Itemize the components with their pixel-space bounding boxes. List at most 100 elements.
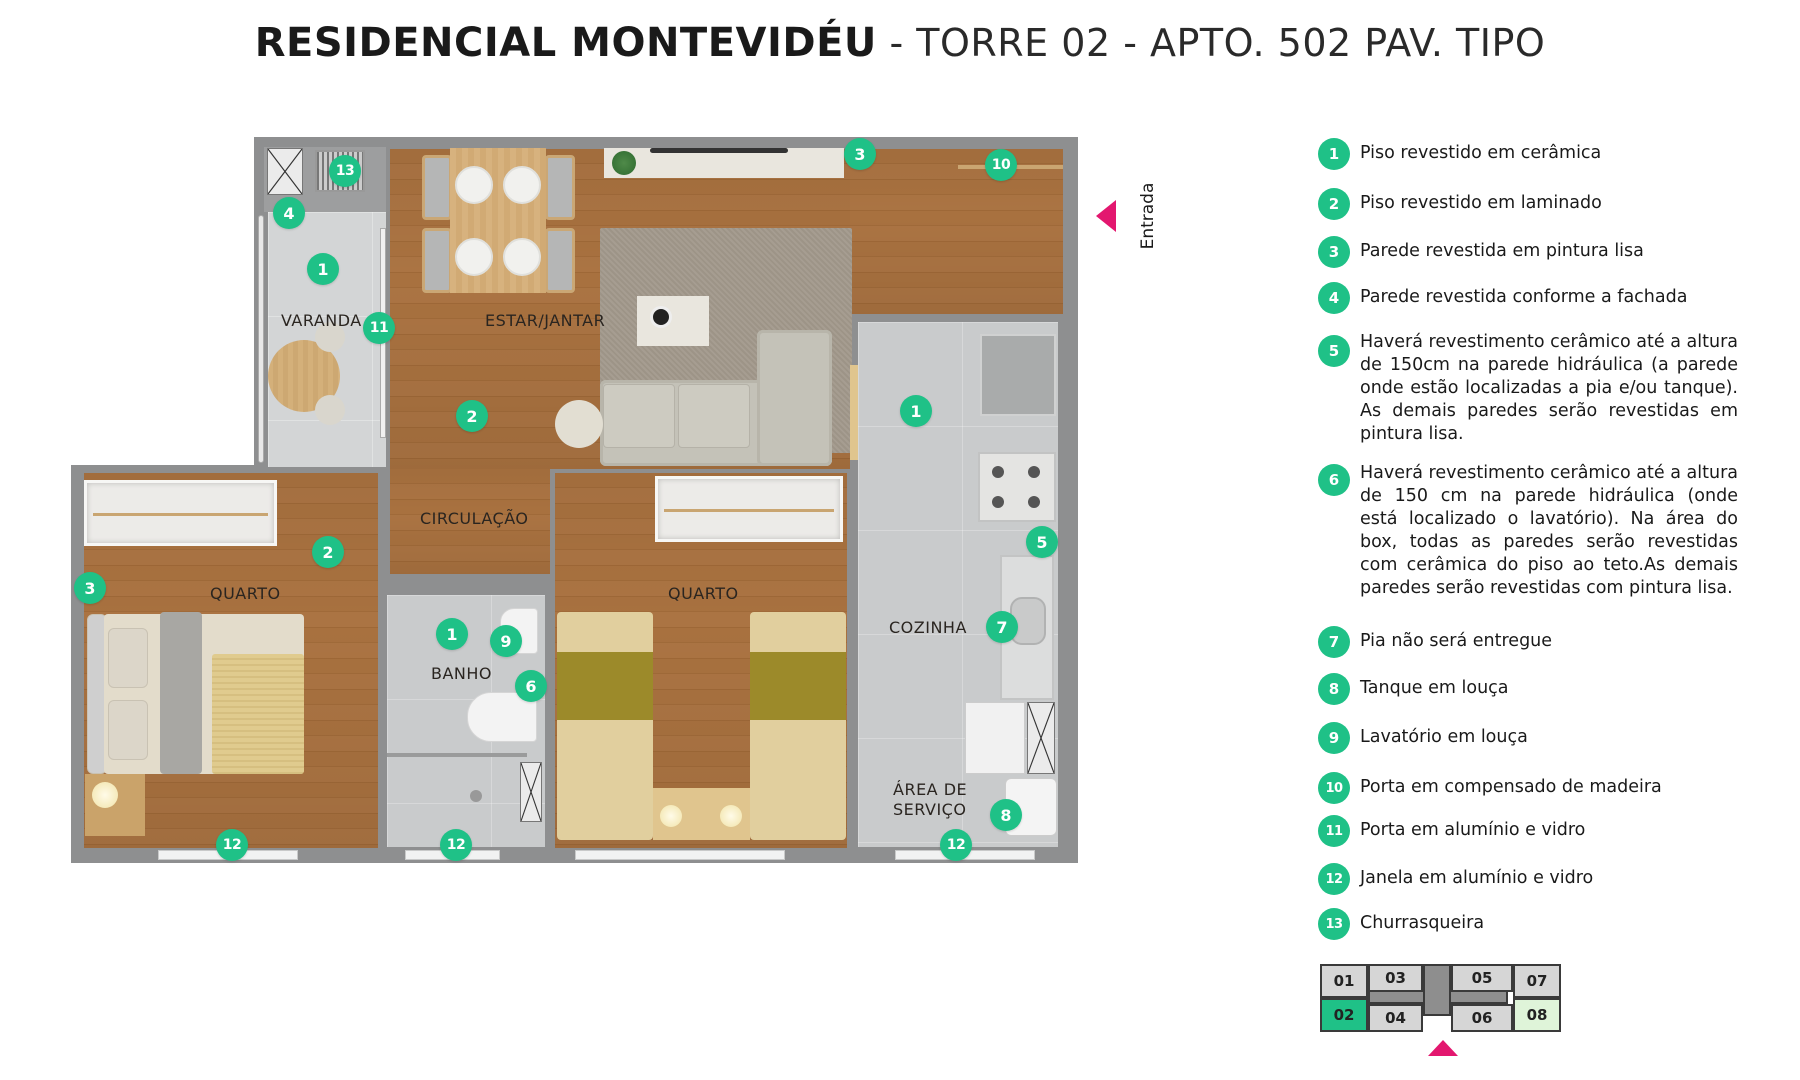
plate-4 (503, 238, 541, 276)
entrance-label: Entrada (1138, 182, 1158, 250)
key-plan-core (1423, 964, 1451, 1016)
burner-icon (992, 496, 1004, 508)
floor-plan: VARANDA ESTAR/JANTAR (0, 0, 1100, 880)
room-circulacao (390, 469, 550, 574)
marker-11-varanda-door: 11 (363, 312, 395, 344)
legend-badge: 1 (1318, 138, 1350, 170)
marker-4-varanda-wall: 4 (273, 197, 305, 229)
varanda-stool-2 (315, 395, 345, 425)
plate-2 (503, 166, 541, 204)
marker-12-banho-window: 12 (440, 829, 472, 861)
legend-badge: 9 (1318, 722, 1350, 754)
legend-badge: 10 (1318, 772, 1350, 804)
key-unit-03: 03 (1368, 964, 1423, 992)
legend-badge: 4 (1318, 282, 1350, 314)
legend-text: Tanque em louça (1360, 678, 1509, 698)
legend-item-6: 6 Haverá revestimento cerâmico até a alt… (1318, 462, 1738, 600)
room-label-circulacao: CIRCULAÇÃO (420, 509, 529, 528)
closet-quarto-1 (84, 480, 277, 546)
plate-3 (455, 238, 493, 276)
legend-item-7: 7 Pia não será entregue (1318, 626, 1738, 658)
pillow-2 (108, 700, 148, 760)
legend-item-12: 12 Janela em alumínio e vidro (1318, 863, 1738, 895)
entrance-arrow-icon (1096, 200, 1116, 232)
legend-badge: 3 (1318, 236, 1350, 268)
dining-chair-3 (545, 155, 575, 220)
pillow-1 (108, 628, 148, 688)
fridge (980, 334, 1056, 416)
legend-text: Janela em alumínio e vidro (1360, 868, 1594, 888)
shower-head-icon (470, 790, 482, 802)
legend-text: Porta em compensado de madeira (1360, 777, 1662, 797)
legend-text: Parede revestida em pintura lisa (1360, 241, 1644, 261)
closet-rod (93, 513, 268, 516)
marker-12-area-servico-window: 12 (940, 829, 972, 861)
varanda-railing (258, 215, 264, 463)
banho-shower-divider (387, 753, 527, 757)
bed-blanket (212, 654, 304, 774)
marker-7-pia: 7 (986, 611, 1018, 643)
room-label-area-servico-2: SERVIÇO (893, 800, 967, 819)
washing-machine (965, 702, 1025, 774)
room-label-varanda: VARANDA (281, 311, 362, 330)
shaft-x-icon (1027, 702, 1055, 774)
burner-icon (992, 466, 1004, 478)
legend-badge: 2 (1318, 188, 1350, 220)
legend-text: Lavatório em louça (1360, 727, 1528, 747)
sofa-cushion-1 (603, 384, 675, 448)
shaft-x-icon (267, 148, 303, 195)
lamp-icon (720, 805, 742, 827)
shaft-x-icon (520, 762, 542, 822)
closet-quarto-2 (655, 476, 843, 542)
legend-item-3: 3 Parede revestida em pintura lisa (1318, 236, 1738, 268)
legend-text: Churrasqueira (1360, 913, 1485, 933)
legend-badge: 5 (1318, 335, 1350, 367)
sofa-cushion-2 (678, 384, 750, 448)
marker-9-lavatorio: 9 (490, 625, 522, 657)
legend-badge: 13 (1318, 908, 1350, 940)
room-label-quarto-1: QUARTO (210, 584, 281, 603)
legend-item-11: 11 Porta em alumínio e vidro (1318, 815, 1738, 847)
varanda-stool-1 (315, 322, 345, 352)
legend-text: Piso revestido em cerâmica (1360, 143, 1602, 163)
marker-5-cozinha-wall: 5 (1026, 526, 1058, 558)
legend-item-2: 2 Piso revestido em laminado (1318, 188, 1738, 220)
key-unit-01: 01 (1320, 964, 1368, 998)
entrance-indicator: Entrada (1090, 170, 1158, 270)
single-bed-1 (557, 612, 653, 840)
lamp-icon (92, 782, 118, 808)
legend-text: Haverá revestimento cerâmico até a altur… (1360, 332, 1738, 444)
tv (650, 148, 788, 153)
legend-item-9: 9 Lavatório em louça (1318, 722, 1738, 754)
single-bed-2 (750, 612, 846, 840)
coffee-table-book-icon (650, 306, 672, 328)
legend-text: Parede revestida conforme a fachada (1360, 287, 1688, 307)
plate-1 (455, 166, 493, 204)
marker-1-cozinha-floor: 1 (900, 395, 932, 427)
legend-item-5: 5 Haverá revestimento cerâmico até a alt… (1318, 331, 1738, 446)
room-label-banho: BANHO (431, 664, 493, 683)
marker-3-quarto-1-wall: 3 (74, 572, 106, 604)
room-label-estar-jantar: ESTAR/JANTAR (485, 311, 606, 330)
single-bed-1-blanket (557, 652, 653, 720)
legend-item-8: 8 Tanque em louça (1318, 673, 1738, 705)
marker-1-banho-floor: 1 (436, 618, 468, 650)
room-label-cozinha: COZINHA (889, 618, 967, 637)
key-plan: 01 02 03 04 05 06 07 08 (1318, 962, 1561, 1062)
key-unit-06: 06 (1451, 1004, 1513, 1032)
key-unit-07: 07 (1513, 964, 1561, 998)
window-quarto-2 (575, 850, 785, 860)
key-unit-05: 05 (1451, 964, 1513, 992)
marker-6-banho-wall: 6 (515, 670, 547, 702)
marker-2-estar-floor: 2 (456, 400, 488, 432)
burner-icon (1028, 466, 1040, 478)
bed-throw-grey (160, 612, 202, 774)
title-project-name: RESIDENCIAL MONTEVIDÉU (254, 20, 877, 66)
legend-text: Haverá revestimento cerâmico até a altur… (1360, 463, 1738, 598)
rack-plant (612, 151, 636, 175)
lamp-icon (660, 805, 682, 827)
stove (978, 452, 1056, 522)
dining-chair-2 (422, 228, 452, 293)
tv-rack (604, 148, 844, 178)
burner-icon (1028, 496, 1040, 508)
